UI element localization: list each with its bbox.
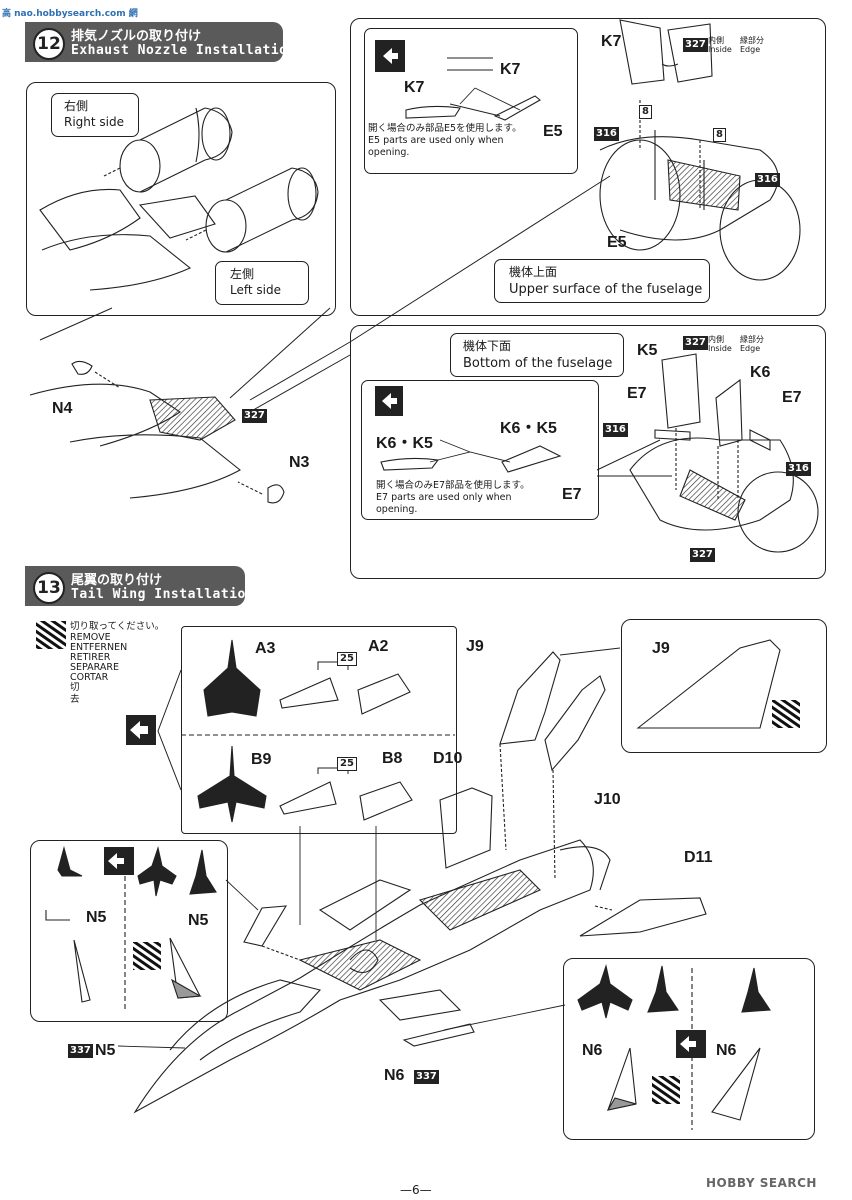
tag-25-a: 25: [337, 652, 357, 666]
j9-part: [499, 651, 561, 745]
remove-es: CORTAR: [70, 672, 109, 683]
part-n3: N3: [289, 454, 310, 471]
right-side-label-box: 右側 Right side: [51, 93, 139, 137]
step13-header: 13 尾翼の取り付け Tail Wing Installation: [25, 566, 254, 606]
tag-316-upper-b: 316: [755, 173, 780, 187]
part-k7-top: K7: [601, 33, 622, 50]
part-k7-a: K7: [404, 79, 425, 96]
part-b9: B9: [251, 751, 272, 768]
watermark-top: 高 nao.hobbysearch.com 網: [2, 9, 138, 19]
d10-part: [439, 787, 493, 869]
upper-note-en: E5 parts are used only when opening.: [368, 135, 504, 158]
upper-edge-en: Edge: [740, 45, 761, 54]
upper-caption-box: 機体上面 Upper surface of the fuselage: [494, 259, 710, 303]
lower-caption-box: 機体下面 Bottom of the fuselage: [450, 333, 624, 377]
part-d11: D11: [684, 849, 713, 866]
f14-fuselage-drawing: [133, 839, 611, 1114]
tag-327-lower-b: 327: [690, 548, 715, 562]
part-n5-a: N5: [86, 909, 107, 926]
part-k7-b: K7: [500, 61, 521, 78]
f14-silhouette-bottom: [197, 745, 267, 823]
remove-cn: 切去: [70, 682, 80, 705]
remove-it: SEPARARE: [70, 662, 119, 673]
left-nozzle-drawing: [185, 167, 319, 253]
lower-inside-en: Inside: [708, 344, 732, 353]
part-b8: B8: [382, 750, 403, 767]
step13-title-en: Tail Wing Installation: [71, 587, 255, 602]
step13-title-jp: 尾翼の取り付け: [71, 573, 163, 588]
left-side-label-box: 左側 Left side: [215, 261, 309, 305]
hobbysearch-watermark: HOBBY SEARCH: [706, 1176, 817, 1190]
part-d10: D10: [433, 750, 463, 767]
lower-note-jp: 開く場合のみE7部品を使用します。: [376, 480, 530, 491]
step12-title-en: Exhaust Nozzle Installation: [71, 43, 296, 58]
lower-edge-jp: 縁部分: [740, 335, 764, 344]
tag-337-a: 337: [68, 1044, 93, 1058]
tag-327-step12: 327: [242, 409, 267, 423]
tag-316-lower-a: 316: [603, 423, 628, 437]
d11-part: [579, 897, 707, 937]
tag-316-lower-b: 316: [786, 462, 811, 476]
upper-inside-en: Inside: [708, 45, 732, 54]
step12-header: 12 排気ノズルの取り付け Exhaust Nozzle Installatio…: [25, 22, 295, 62]
tag-25-b: 25: [337, 757, 357, 771]
j10-part: [544, 675, 606, 772]
part-e7-c: E7: [562, 486, 582, 503]
part-j9: J9: [466, 638, 484, 655]
remove-jp: 切り取ってください。: [70, 621, 165, 632]
part-k6: K6: [750, 364, 771, 381]
upper-note-jp: 開く場合のみ部品E5を使用します。: [368, 123, 522, 134]
tag-327-lower-a: 327: [683, 336, 708, 350]
step12-number: 12: [33, 28, 65, 60]
tag-8-upper-a: 8: [639, 105, 652, 119]
f14-silhouette-top: [203, 639, 261, 717]
left-side-en: Left side: [230, 283, 281, 297]
part-e5-a: E5: [543, 123, 563, 140]
lower-fuselage-drawing: [629, 353, 819, 553]
upper-caption-en: Upper surface of the fuselage: [509, 282, 703, 297]
remove-de: ENTFERNEN: [70, 642, 128, 653]
part-e5-b: E5: [607, 234, 627, 251]
lower-inside-jp: 内側: [708, 335, 724, 344]
step12-title-jp: 排気ノズルの取り付け: [71, 29, 202, 44]
part-e7-a: E7: [627, 385, 647, 402]
remove-en: REMOVE: [70, 632, 111, 643]
part-k6k5-b: K6・K5: [500, 420, 557, 437]
part-k6k5-a: K6・K5: [376, 435, 433, 452]
lower-caption-jp: 機体下面: [463, 339, 512, 353]
part-j9-detail: J9: [652, 640, 670, 657]
tag-316-upper-a: 316: [594, 127, 619, 141]
lower-note-en: E7 parts are used only when opening.: [376, 492, 512, 515]
left-side-jp: 左側: [230, 267, 255, 281]
right-side-en: Right side: [64, 115, 124, 129]
part-j10: J10: [594, 791, 621, 808]
part-n6-a: N6: [384, 1067, 405, 1084]
part-n6-b: N6: [582, 1042, 603, 1059]
lower-edge-en: Edge: [740, 344, 761, 353]
remove-fr: RETIRER: [70, 652, 111, 663]
part-n4: N4: [52, 400, 73, 417]
upper-inside-jp: 内側: [708, 36, 724, 45]
upper-fuselage-drawing: [599, 19, 801, 281]
part-a2: A2: [368, 638, 389, 655]
upper-caption-jp: 機体上面: [509, 265, 558, 279]
tag-8-upper-b: 8: [713, 128, 726, 142]
right-nozzle-drawing: [103, 107, 233, 193]
page-number: —6—: [400, 1183, 432, 1197]
right-side-jp: 右側: [64, 99, 89, 113]
part-k5: K5: [637, 342, 658, 359]
lower-caption-en: Bottom of the fuselage: [463, 356, 613, 371]
part-e7-b: E7: [782, 389, 802, 406]
tag-337-b: 337: [414, 1070, 439, 1084]
part-a3: A3: [255, 640, 276, 657]
tag-327-upper: 327: [683, 38, 708, 52]
part-n5-c: N5: [95, 1042, 116, 1059]
part-n5-b: N5: [188, 912, 209, 929]
part-n6-c: N6: [716, 1042, 737, 1059]
fuselage-aft-sketch: [39, 188, 192, 291]
upper-edge-jp: 縁部分: [740, 36, 764, 45]
j9-detail-box: [621, 619, 827, 753]
step13-number: 13: [33, 572, 65, 604]
